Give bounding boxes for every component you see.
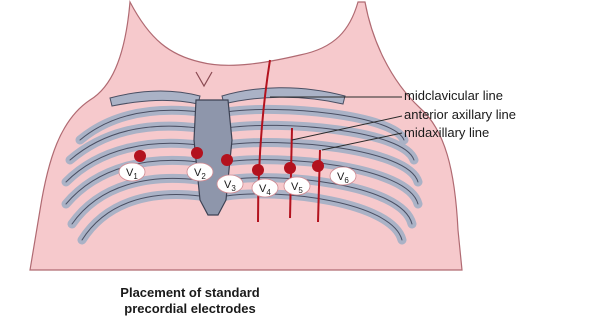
caption: Placement of standard precordial electro… <box>60 285 320 317</box>
electrode-dot-v4 <box>252 164 264 176</box>
electrode-dot-v1 <box>134 150 146 162</box>
midclavicular-line-label: midclavicular line <box>404 89 503 102</box>
electrode-dot-v3 <box>221 154 233 166</box>
electrode-dot-v2 <box>191 147 203 159</box>
caption-line-2: precordial electrodes <box>60 301 320 317</box>
electrode-dot-v5 <box>284 162 296 174</box>
electrode-dot-v6 <box>312 160 324 172</box>
anterior-axillary-line-label: anterior axillary line <box>404 108 516 121</box>
midaxillary-line-label: midaxillary line <box>404 126 489 139</box>
caption-line-1: Placement of standard <box>60 285 320 301</box>
